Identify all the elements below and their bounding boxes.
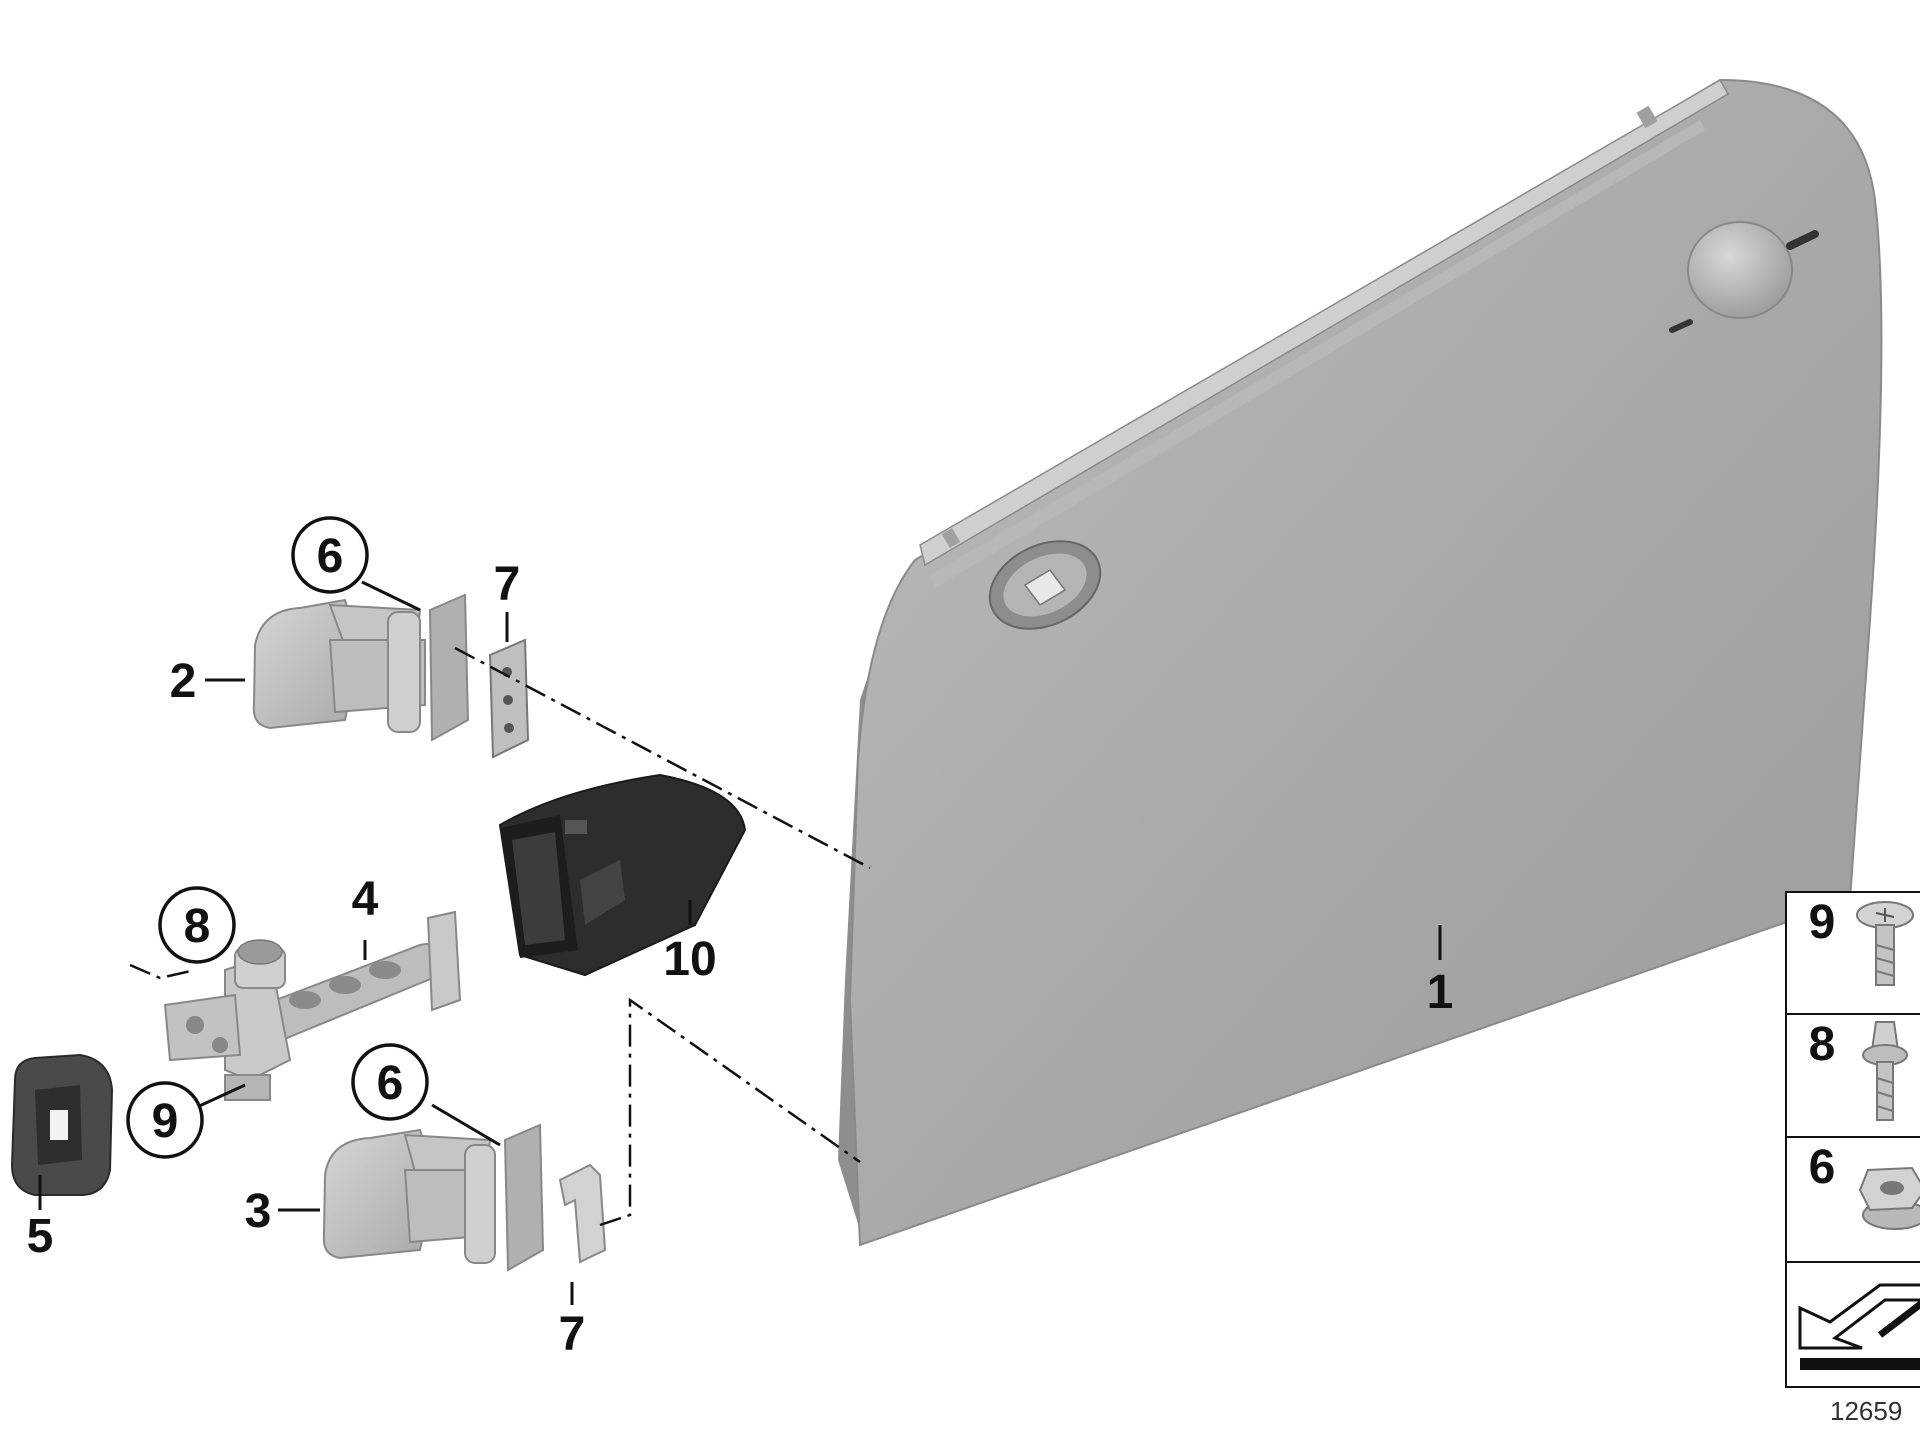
hinge-shim-plate-lower [558,1163,607,1264]
svg-text:6: 6 [377,1057,404,1110]
svg-text:10: 10 [663,933,716,986]
callout-10: 10 [663,933,716,986]
svg-text:3: 3 [245,1185,272,1238]
bolt-icon [1862,1021,1908,1121]
grommet [10,1053,114,1196]
screw-icon [1856,901,1914,986]
callout-8: 8 [158,886,236,964]
callout-7-lower: 7 [559,1308,586,1361]
svg-text:9: 9 [1809,896,1836,949]
leader-lines [38,580,1442,1305]
svg-text:2: 2 [170,655,197,708]
assembly-line-upper [454,646,871,870]
callout-4: 4 [352,873,379,926]
callout-1: 1 [1427,966,1454,1019]
mirror-mount [1687,221,1793,319]
legend-row-9: 9 [1809,896,1914,986]
door-shell [838,78,1883,1247]
callout-5: 5 [27,1210,54,1263]
svg-text:5: 5 [27,1210,54,1263]
svg-text:7: 7 [559,1308,586,1361]
legend-row-arrow [1798,1283,1920,1370]
svg-text:6: 6 [1809,1141,1836,1194]
svg-text:7: 7 [494,558,521,611]
door-check-strap [163,910,462,1101]
svg-text:4: 4 [352,873,379,926]
callout-2: 2 [170,655,197,708]
callout-6-lower: 6 [351,1043,429,1121]
upper-hinge [252,593,470,742]
lock-pocket [988,540,1102,630]
nut-icon [1858,1166,1920,1230]
legend-row-8: 8 [1809,1018,1908,1121]
callout-3: 3 [245,1185,272,1238]
svg-text:6: 6 [317,530,344,583]
svg-text:9: 9 [152,1095,179,1148]
lower-hinge [322,1123,545,1272]
callout-6-upper: 6 [291,516,369,594]
fastener-legend: 9 8 6 [1785,891,1920,1388]
svg-text:1: 1 [1427,966,1454,1019]
arrow-icon [1798,1283,1920,1370]
assembly-line-lower [599,997,861,1227]
assembly-line-strap [129,963,196,980]
hinge-shim-plate-upper [488,638,530,759]
legend-row-6: 6 [1809,1141,1920,1230]
svg-text:8: 8 [184,900,211,953]
callout-7-upper: 7 [494,558,521,611]
diagram-id: 12659 [1830,1396,1902,1426]
svg-text:8: 8 [1809,1018,1836,1071]
callout-9: 9 [126,1081,204,1159]
hinge-cover [498,773,747,977]
